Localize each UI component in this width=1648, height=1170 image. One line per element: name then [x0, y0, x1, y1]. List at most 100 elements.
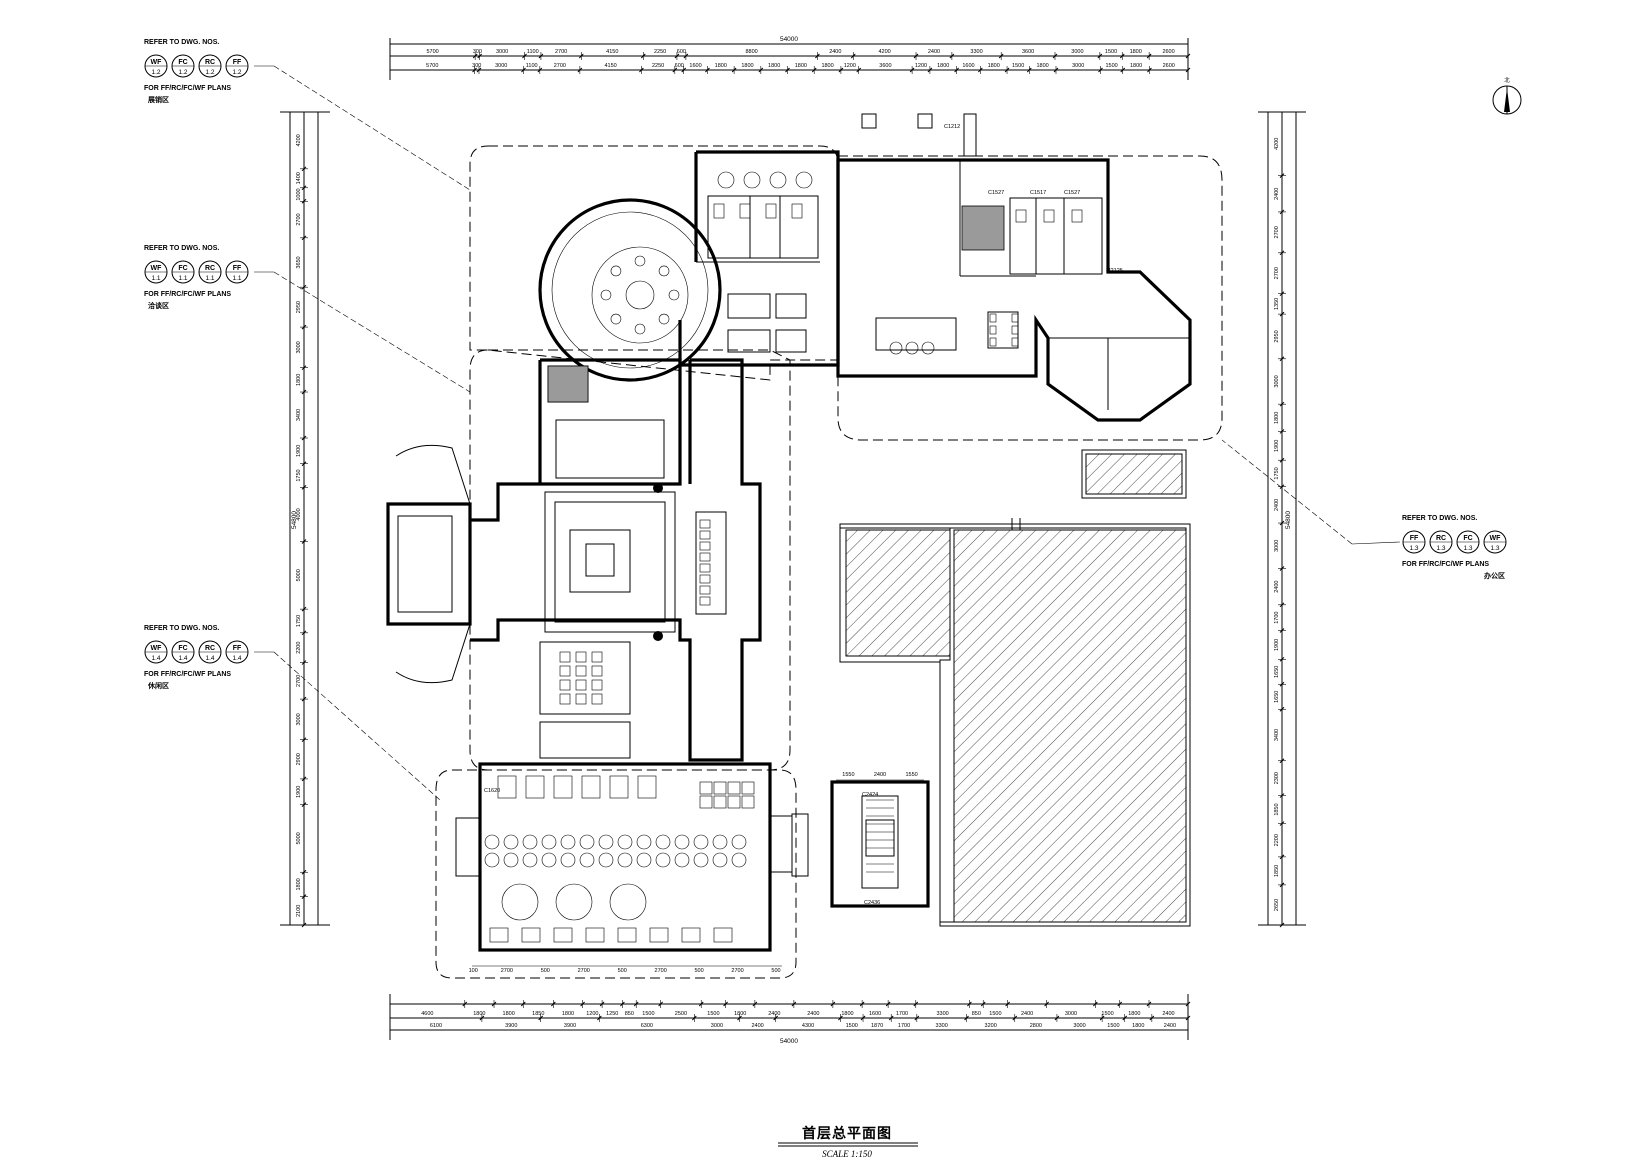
- furniture-piece: [634, 323, 646, 335]
- main-entrance: [386, 502, 472, 626]
- callout-code: FC: [178, 645, 187, 652]
- furniture-piece: [795, 171, 813, 189]
- furniture-piece: [699, 781, 713, 795]
- dimension-value: 2700: [555, 49, 567, 55]
- callout-plans-text: FOR FF/RC/FC/WF PLANS: [144, 291, 231, 298]
- leisure-zone-boundary: [435, 769, 797, 979]
- furniture-piece: [541, 852, 557, 868]
- dimension-value: 2700: [731, 968, 743, 974]
- dimension-value: 2700: [578, 968, 590, 974]
- dimension-value: 1700: [898, 1023, 910, 1029]
- dimension-value: 8800: [746, 49, 758, 55]
- callout-4: REFER TO DWG. NOS.FF1.3RC1.3FC1.3WF1.3FO…: [1221, 439, 1507, 580]
- dimension-value: 2400: [928, 49, 940, 55]
- dimension-value: 1500: [1101, 1011, 1113, 1017]
- furniture-piece: [765, 203, 777, 219]
- furniture-piece: [503, 852, 519, 868]
- dimension-value: 2700: [296, 213, 302, 225]
- callout-refer-text: REFER TO DWG. NOS.: [1402, 515, 1477, 522]
- furniture-piece: [617, 927, 637, 943]
- furniture-piece: [591, 679, 603, 691]
- furniture-piece: [713, 927, 733, 943]
- furniture-piece: [905, 341, 919, 355]
- drawing-callouts: REFER TO DWG. NOS.WF1.2FC1.2RC1.2FF1.2FO…: [144, 39, 1507, 801]
- furniture-piece: [699, 530, 711, 540]
- callout-sheet: 1.3: [1490, 545, 1499, 552]
- dimension-value: 2600: [1162, 49, 1174, 55]
- dimension-value: 1250: [606, 1011, 618, 1017]
- furniture-piece: [699, 585, 711, 595]
- dimension-value: 3000: [1073, 1023, 1085, 1029]
- dimension-value: 1800: [741, 63, 753, 69]
- dimension-value: 6100: [430, 1023, 442, 1029]
- dimension-value: 2400: [1274, 499, 1280, 511]
- furniture-piece: [713, 795, 727, 809]
- dimension-value: 1800: [296, 374, 302, 386]
- furniture-piece: [699, 596, 711, 606]
- furniture-piece: [1071, 209, 1083, 223]
- furniture-piece: [598, 834, 614, 850]
- dimension-value: 2400: [807, 1011, 819, 1017]
- furniture-piece: [1011, 313, 1019, 323]
- dimension-value: 2250: [654, 49, 666, 55]
- furniture-piece: [600, 289, 612, 301]
- dimension-value: 1800: [768, 63, 780, 69]
- furniture-piece: [713, 203, 725, 219]
- furniture-piece: [541, 834, 557, 850]
- dimension-value: 3300: [970, 49, 982, 55]
- furniture-piece: [522, 834, 538, 850]
- dimension-value: 2400: [1162, 1011, 1174, 1017]
- furniture-piece: [1015, 209, 1027, 223]
- tag-m2125: M2125: [1106, 268, 1123, 274]
- furniture-piece: [521, 927, 541, 943]
- dimension-value: 2650: [1274, 899, 1280, 911]
- furniture-piece: [727, 781, 741, 795]
- dimension-value: 1800: [821, 63, 833, 69]
- dimension-value: 1750: [1274, 467, 1280, 479]
- callout-plans-text: FOR FF/RC/FC/WF PLANS: [144, 85, 231, 92]
- furniture-piece: [559, 693, 571, 705]
- furniture-piece: [559, 679, 571, 691]
- callout-zone-name: 展销区: [147, 95, 169, 104]
- furniture-piece: [712, 834, 728, 850]
- furniture-piece: [731, 852, 747, 868]
- dimension-value: 1900: [296, 445, 302, 457]
- furniture-piece: [501, 883, 539, 921]
- dimension-value: 2400: [1164, 1023, 1176, 1029]
- furniture-piece: [636, 834, 652, 850]
- dimension-value: 1550: [905, 772, 917, 778]
- callout-refer-text: REFER TO DWG. NOS.: [144, 39, 219, 46]
- dimension-value: 1900: [1274, 639, 1280, 651]
- furniture-piece: [559, 651, 571, 663]
- furniture-piece: [617, 852, 633, 868]
- furniture-piece: [693, 834, 709, 850]
- north-arrow-label: 北: [1504, 76, 1510, 84]
- dimension-value: 3400: [1274, 729, 1280, 741]
- furniture-piece: [609, 883, 647, 921]
- furniture-piece: [560, 834, 576, 850]
- dimension-value: 1800: [1274, 412, 1280, 424]
- dimension-value: 2700: [501, 968, 513, 974]
- dimension-value: 2400: [874, 772, 886, 778]
- furniture-piece: [889, 341, 903, 355]
- callout-1: REFER TO DWG. NOS.WF1.2FC1.2RC1.2FF1.2FO…: [144, 39, 471, 191]
- furniture-piece: [636, 852, 652, 868]
- dimension-value: 5700: [426, 63, 438, 69]
- callout-sheet: 1.4: [232, 655, 241, 662]
- round-exhibition-room: [538, 198, 722, 382]
- furniture-piece: [699, 552, 711, 562]
- dimension-value: 3650: [296, 256, 302, 268]
- dimension-value: 1850: [532, 1011, 544, 1017]
- callout-code: FC: [178, 265, 187, 272]
- furniture-piece: [769, 171, 787, 189]
- furniture-piece: [617, 834, 633, 850]
- callout-plans-text: FOR FF/RC/FC/WF PLANS: [1402, 561, 1489, 568]
- dimension-value: 1000: [296, 188, 302, 200]
- title-block: 首层总平面图 SCALE 1:150: [778, 1125, 918, 1159]
